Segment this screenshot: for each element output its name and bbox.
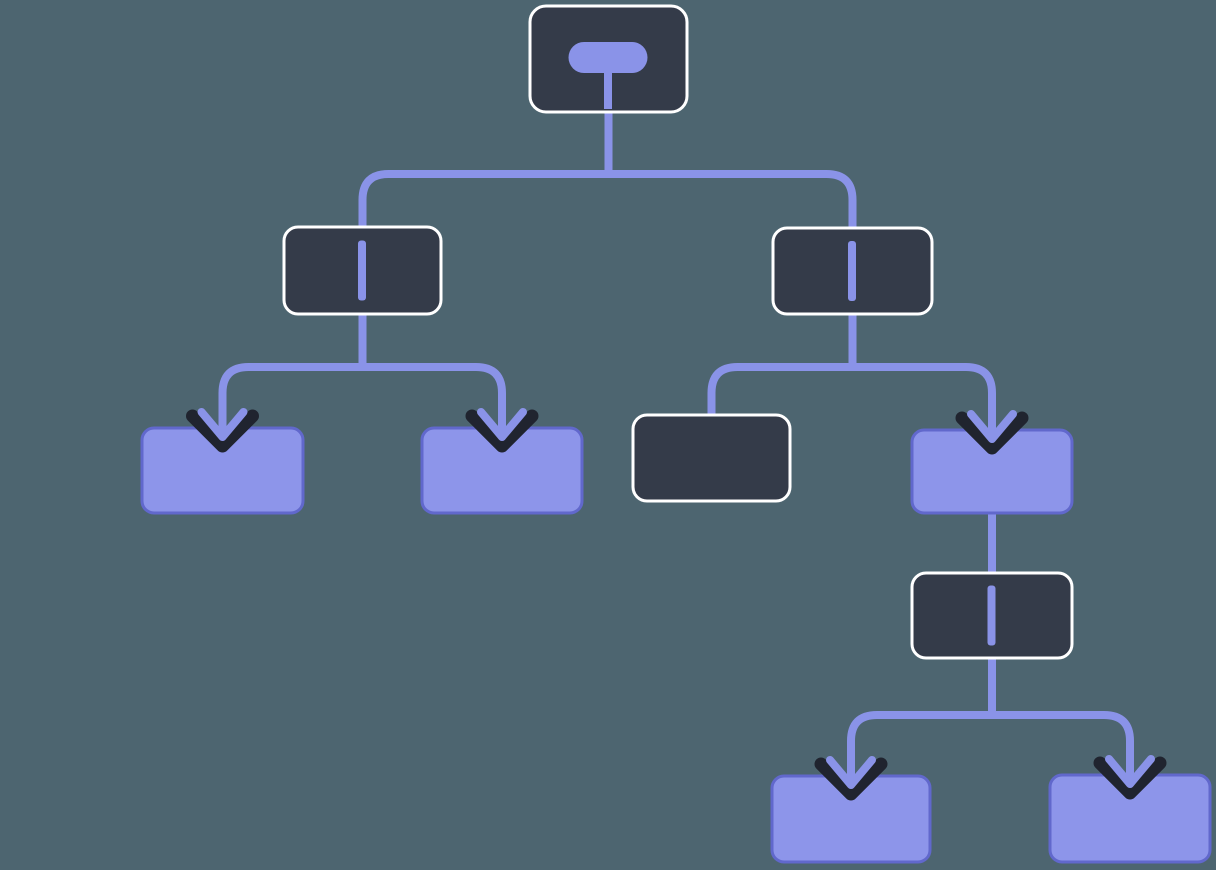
- arrow-chevrons-layer: [186, 409, 1167, 801]
- arrowhead-icon: [197, 408, 248, 441]
- arrowhead-icon: [477, 408, 527, 441]
- connector-elbow: [362, 363, 506, 435]
- double-chevron-down-icon: [814, 757, 888, 801]
- arrowhead-icon: [1105, 755, 1155, 788]
- connector-elbow: [608, 170, 857, 238]
- connector-elbow: [358, 170, 609, 237]
- divided-line-icon: [358, 240, 366, 301]
- tree-node-n2l[interactable]: [282, 225, 443, 316]
- tree-node-n2r[interactable]: [771, 226, 934, 316]
- double-chevron-down-icon: [1093, 756, 1167, 800]
- arrowhead-icon: [967, 410, 1017, 443]
- connector-lines-layer: [358, 100, 996, 719]
- tree-node-n4[interactable]: [910, 571, 1074, 660]
- tree-node-root[interactable]: [528, 4, 689, 114]
- pill-stem-icon: [604, 69, 612, 109]
- connector-elbow: [847, 711, 992, 783]
- divided-line-icon: [848, 241, 856, 301]
- divided-line-icon: [987, 585, 996, 646]
- double-chevron-down-icon: [186, 409, 259, 453]
- pill-root-icon: [568, 42, 648, 73]
- tree-node-d3[interactable]: [631, 413, 792, 503]
- tree-nodes-layer: [140, 4, 1212, 864]
- connector-elbow: [218, 363, 363, 435]
- arrow-connectors-layer: [197, 363, 1155, 789]
- connector-elbow: [852, 363, 996, 437]
- double-chevron-down-icon: [465, 409, 539, 453]
- connector-elbow: [707, 363, 853, 425]
- double-chevron-down-icon: [955, 411, 1029, 455]
- arrowhead-icon: [826, 756, 876, 789]
- connector-elbow: [992, 711, 1134, 782]
- node-body: [631, 413, 792, 503]
